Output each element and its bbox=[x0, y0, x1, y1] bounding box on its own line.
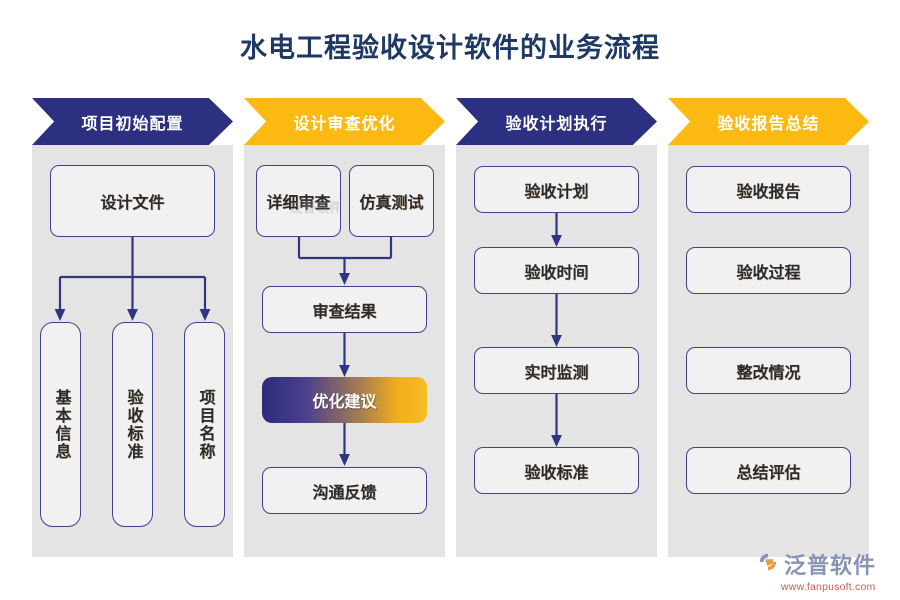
flow-column-1: 项目初始配置 设计 bbox=[32, 98, 233, 560]
stage-panel-1: 设计文件 基本信息 验收标准 项目名称 bbox=[32, 145, 233, 557]
flow-column-2: 设计审查优化 bbox=[244, 98, 445, 560]
logo-website-url: www.fanpusoft.com bbox=[781, 581, 876, 593]
company-logo: 泛普软件 www.fanpusoft.com bbox=[757, 548, 897, 593]
node-rectification-status[interactable]: 整改情况 bbox=[686, 347, 851, 394]
node-basic-info[interactable]: 基本信息 bbox=[40, 322, 81, 527]
node-acceptance-plan[interactable]: 验收计划 bbox=[474, 166, 639, 213]
node-simulation-test[interactable]: 仿真测试 bbox=[349, 165, 434, 237]
node-review-result[interactable]: 审查结果 bbox=[262, 286, 427, 333]
node-summary-evaluation[interactable]: 总结评估 bbox=[686, 447, 851, 494]
node-optimization-suggestion[interactable]: 优化建议 bbox=[262, 377, 427, 423]
stage-banner-3[interactable]: 验收计划执行 bbox=[456, 98, 657, 145]
flow-column-3: 验收计划执行 验收计划 验收时间 实时监测 bbox=[456, 98, 657, 560]
node-acceptance-process[interactable]: 验收过程 bbox=[686, 247, 851, 294]
fanpu-mark-icon bbox=[757, 551, 779, 578]
node-acceptance-standard[interactable]: 验收标准 bbox=[112, 322, 153, 527]
node-detailed-review[interactable]: 详细审查 bbox=[256, 165, 341, 237]
stage-panel-3: 验收计划 验收时间 实时监测 验收标准 bbox=[456, 145, 657, 557]
stage-banner-1[interactable]: 项目初始配置 bbox=[32, 98, 233, 145]
stage-panel-4: 验收报告 验收过程 整改情况 总结评估 bbox=[668, 145, 869, 557]
node-acceptance-time[interactable]: 验收时间 bbox=[474, 247, 639, 294]
stage-panel-2: 详细审查 仿真测试 泛普软件 审查结果 优化建议 沟通反馈 bbox=[244, 145, 445, 557]
node-design-document[interactable]: 设计文件 bbox=[50, 165, 215, 237]
node-communication-feedback[interactable]: 沟通反馈 bbox=[262, 467, 427, 514]
node-acceptance-criteria[interactable]: 验收标准 bbox=[474, 447, 639, 494]
stage-banner-4[interactable]: 验收报告总结 bbox=[668, 98, 869, 145]
node-realtime-monitoring[interactable]: 实时监测 bbox=[474, 347, 639, 394]
page-title: 水电工程验收设计软件的业务流程 bbox=[240, 33, 660, 63]
stage-banner-2[interactable]: 设计审查优化 bbox=[244, 98, 445, 145]
logo-company-name: 泛普软件 bbox=[784, 553, 877, 578]
node-project-name[interactable]: 项目名称 bbox=[184, 322, 225, 527]
node-acceptance-report[interactable]: 验收报告 bbox=[686, 166, 851, 213]
flow-column-4: 验收报告总结 验收报告 验收过程 整改情况 总结评估 bbox=[668, 98, 869, 560]
flowchart-board: 项目初始配置 设计 bbox=[32, 98, 869, 560]
